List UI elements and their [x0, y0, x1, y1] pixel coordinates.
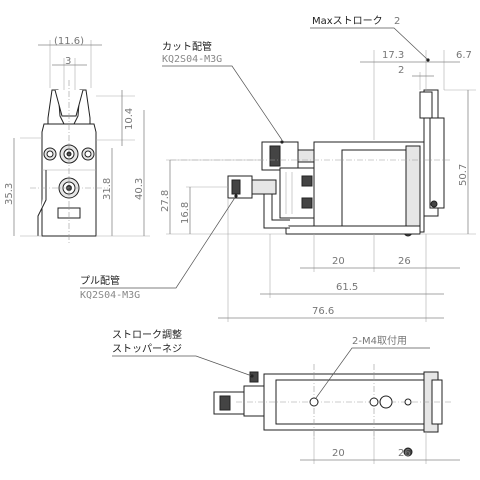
- label-cut-port: カット配管: [162, 40, 212, 53]
- dim-side-20: 20: [332, 256, 345, 267]
- dim-side-26: 26: [398, 256, 411, 267]
- bottom-view: ストローク調整 ストッパーネジ 2-M4取付用 20 26: [112, 328, 460, 464]
- dim-front-inner-width: 3: [65, 56, 71, 67]
- label-mount-holes: 2-M4取付用: [352, 334, 407, 347]
- dim-front-h2: 40.3: [134, 178, 145, 200]
- dim-front-height-total: 35.3: [4, 183, 15, 205]
- dim-side-height: 50.7: [458, 164, 469, 186]
- dim-side-h16-8: 16.8: [180, 202, 191, 224]
- label-pull-port-fitting: KQ2S04-M3G: [80, 290, 140, 301]
- dim-jaw-height: 10.4: [124, 108, 135, 130]
- dim-bottom-26: 26: [398, 448, 411, 459]
- label-pull-port: プル配管: [80, 274, 120, 287]
- front-view: (11.6) 3 35.3: [4, 36, 150, 245]
- dim-max-stroke: 2: [394, 16, 400, 27]
- dim-front-h1: 31.8: [102, 178, 113, 200]
- label-stroke-adjust-2: ストッパーネジ: [112, 343, 182, 355]
- label-max-stroke: Maxストローク: [312, 15, 383, 27]
- label-stroke-adjust-1: ストローク調整: [112, 328, 182, 341]
- dim-side-76-6: 76.6: [312, 306, 334, 317]
- dim-side-top-6-7: 6.7: [456, 50, 472, 61]
- dim-side-top-2: 2: [398, 65, 404, 76]
- dim-bottom-20: 20: [332, 448, 345, 459]
- dim-side-h27-8: 27.8: [160, 190, 171, 212]
- side-view: 17.3 6.7 2 Maxストローク 2 50.7 27.8 16.8 20 …: [80, 15, 476, 322]
- dim-side-61-5: 61.5: [336, 282, 358, 293]
- dim-front-width-ref: (11.6): [54, 36, 84, 47]
- dim-side-top-17-3: 17.3: [382, 50, 404, 61]
- label-cut-port-fitting: KQ2S04-M3G: [162, 54, 222, 65]
